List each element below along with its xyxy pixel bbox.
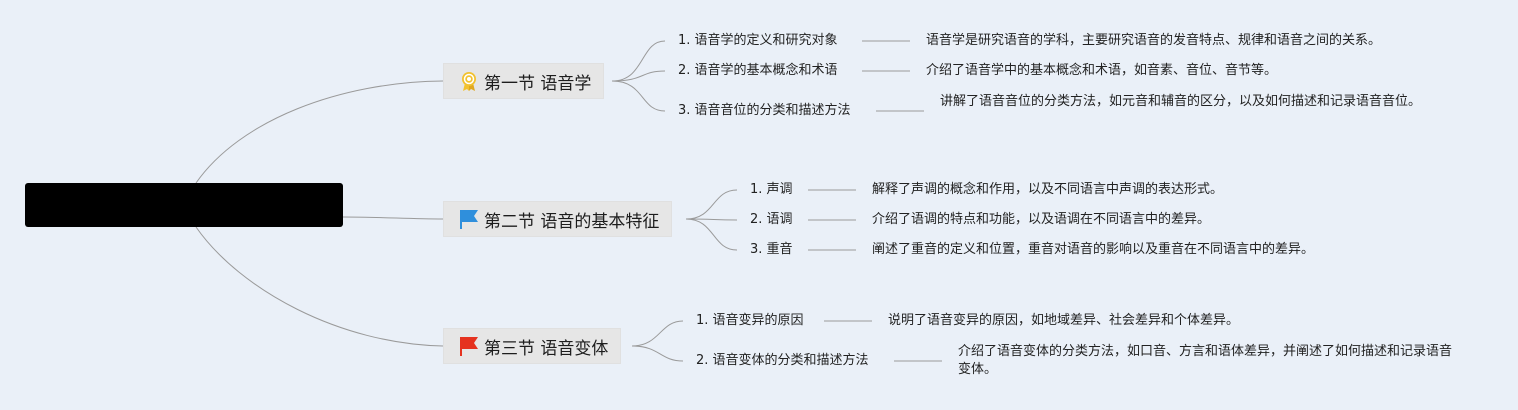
- section-2-node[interactable]: 第二节 语音的基本特征: [443, 201, 673, 237]
- section-1-item-2[interactable]: 2. 语音学的基本概念和术语: [678, 63, 838, 78]
- section-2-item-1-desc[interactable]: 解释了声调的概念和作用，以及不同语言中声调的表达形式。: [872, 182, 1224, 197]
- section-2-item-1[interactable]: 1. 声调: [750, 182, 793, 197]
- section-3-item-2-desc[interactable]: 介绍了语音变体的分类方法，如口音、方言和语体差异，并阐述了如何描述和记录语音变体…: [958, 344, 1453, 377]
- link-s1-c1: [611, 40, 666, 82]
- link-s2-c2: [685, 218, 738, 221]
- section-2-title: 第二节 语音的基本特征: [484, 211, 660, 232]
- link-s2-c1: [685, 189, 738, 220]
- section-1-item-3-desc[interactable]: 讲解了语音音位的分类方法，如元音和辅音的区分，以及如何描述和记录语音音位。: [940, 94, 1422, 109]
- blue-flag-icon: [460, 210, 478, 229]
- section-2-item-2-desc[interactable]: 介绍了语调的特点和功能，以及语调在不同语言中的差异。: [872, 212, 1211, 227]
- link-s2-c3: [685, 218, 738, 251]
- link-s3-c2: [631, 345, 684, 362]
- section-3-item-1[interactable]: 1. 语音变异的原因: [696, 313, 804, 328]
- link-s3-c1: [631, 320, 684, 347]
- section-1-item-2-desc[interactable]: 介绍了语音学中的基本概念和术语，如音素、音位、音节等。: [926, 63, 1278, 78]
- link-s1-c3: [611, 80, 666, 112]
- section-1-title: 第一节 语音学: [484, 73, 592, 94]
- section-3-title: 第三节 语音变体: [484, 338, 609, 359]
- section-3-item-2[interactable]: 2. 语音变体的分类和描述方法: [696, 353, 869, 368]
- link-root-s1: [195, 80, 444, 184]
- red-flag-icon: [460, 337, 478, 356]
- award-ribbon-icon: [462, 72, 476, 91]
- section-2-item-3-desc[interactable]: 阐述了重音的定义和位置，重音对语音的影响以及重音在不同语言中的差异。: [872, 242, 1315, 257]
- section-2-item-3[interactable]: 3. 重音: [750, 242, 793, 257]
- link-root-s3: [195, 226, 444, 347]
- section-3-item-1-desc[interactable]: 说明了语音变异的原因，如地域差异、社会差异和个体差异。: [888, 313, 1240, 328]
- root-topic[interactable]: [25, 183, 343, 227]
- section-2-item-2[interactable]: 2. 语调: [750, 212, 793, 227]
- section-1-item-1-desc[interactable]: 语音学是研究语音的学科，主要研究语音的发音特点、规律和语音之间的关系。: [926, 33, 1382, 48]
- section-1-item-1[interactable]: 1. 语音学的定义和研究对象: [678, 33, 838, 48]
- section-3-node[interactable]: 第三节 语音变体: [443, 328, 622, 364]
- section-1-node[interactable]: 第一节 语音学: [443, 63, 605, 99]
- link-root-s2: [342, 216, 444, 220]
- link-s1-c2: [611, 70, 666, 82]
- section-1-item-3[interactable]: 3. 语音音位的分类和描述方法: [678, 103, 851, 118]
